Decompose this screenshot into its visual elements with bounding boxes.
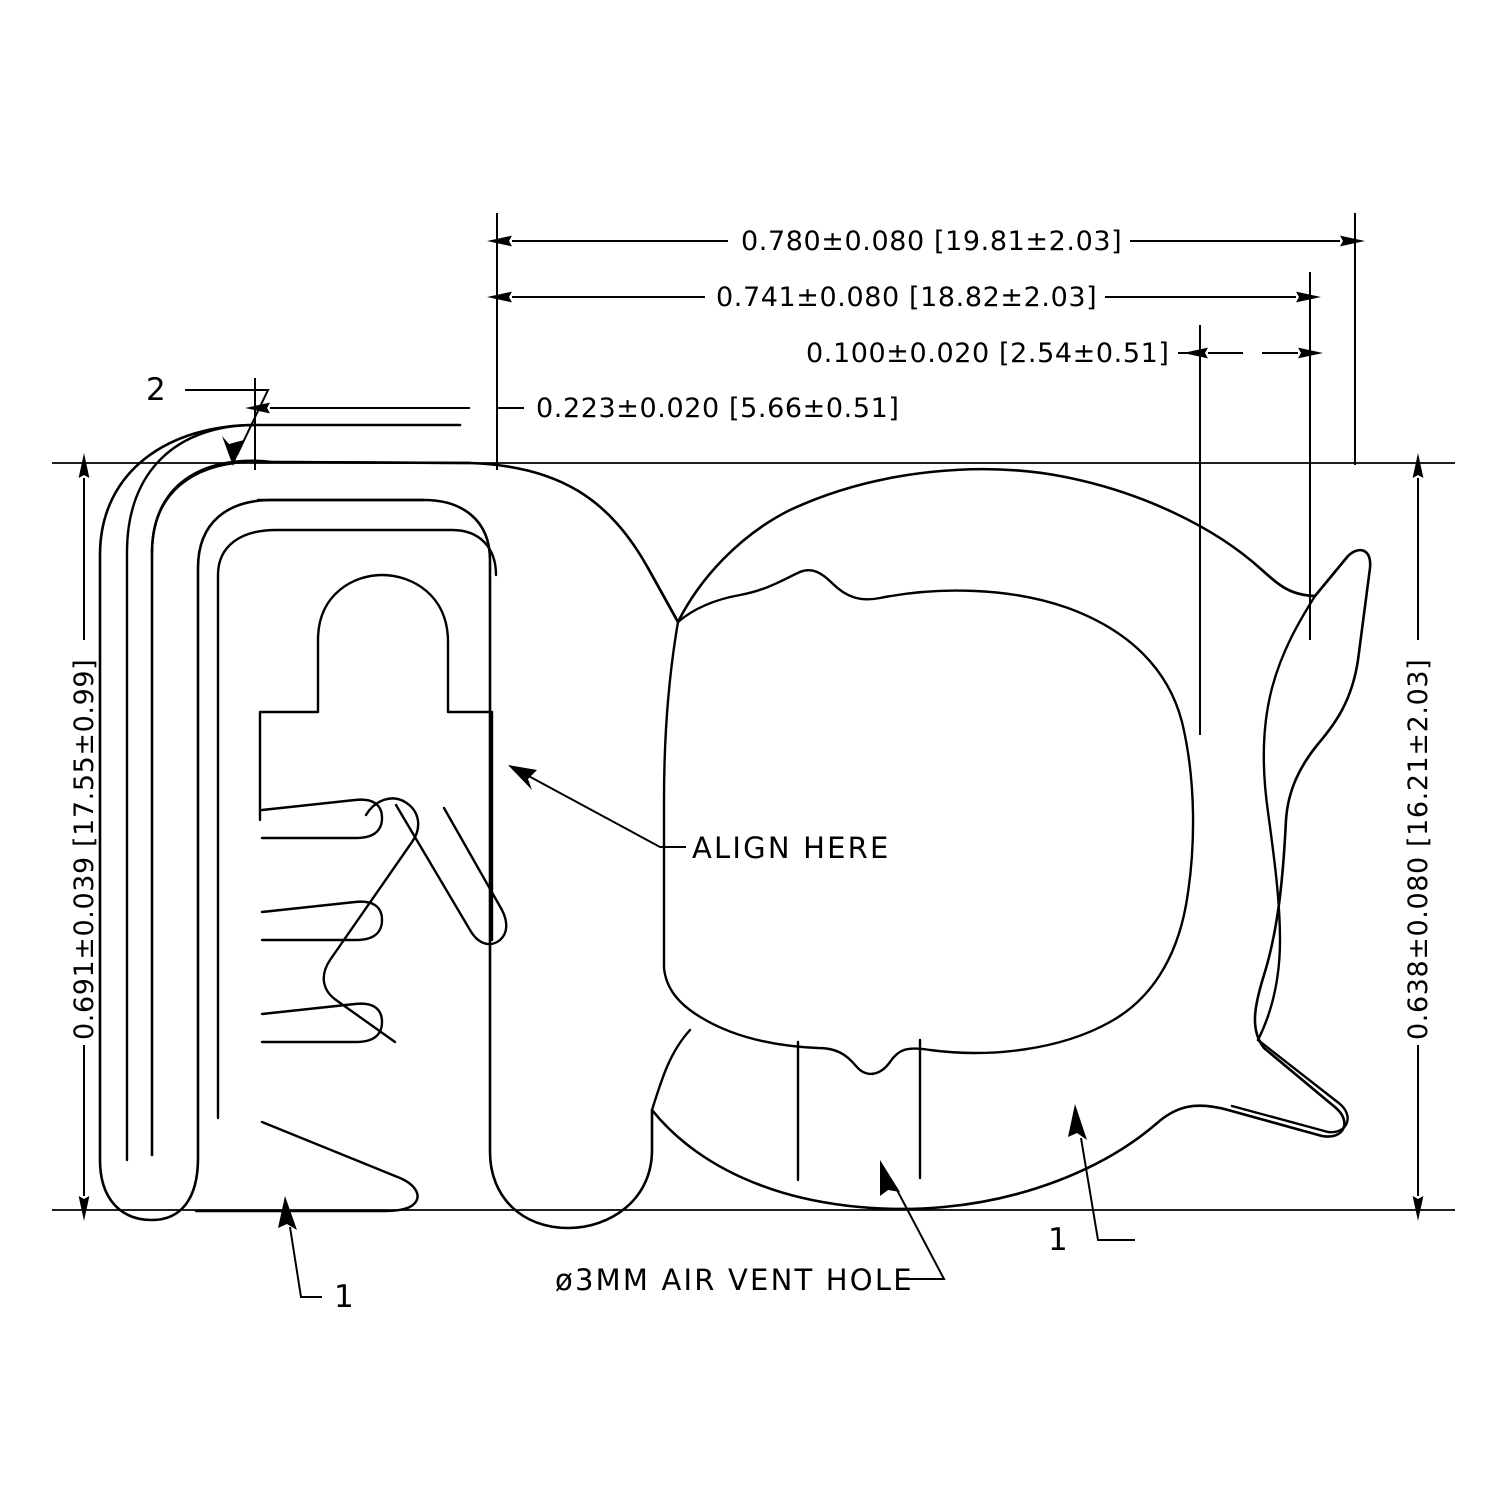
profile-center-v-arm-right <box>394 803 508 946</box>
profile-bulb-neck-left <box>650 1028 692 1112</box>
air-vent-note-group: ø3MM AIR VENT HOLE <box>555 1160 946 1297</box>
balloon-2-group: 2 <box>146 372 270 466</box>
profile-bulb-left-wall <box>662 620 680 970</box>
profile-outer-contour <box>98 423 1372 1230</box>
dim-secondary-width: 0.741±0.080 [18.82±2.03] <box>487 282 1321 313</box>
profile-retainer-core <box>258 573 494 942</box>
profile-bottom-flange-lip <box>194 1120 419 1213</box>
dim-secondary-width-text: 0.741±0.080 [18.82±2.03] <box>716 282 1097 313</box>
dim-overall-width: 0.780±0.080 [19.81±2.03] <box>487 226 1365 257</box>
profile-bulb-outer <box>646 566 680 624</box>
dim-tip-width: 0.100±0.020 [2.54±0.51] <box>806 338 1323 369</box>
balloon-1-right-label: 1 <box>1048 1222 1068 1258</box>
profile-right-inner-lip-curve <box>1256 594 1317 1042</box>
vertical-dimensions: 0.691±0.039 [17.55±0.99] 0.638±0.080 [16… <box>69 453 1434 1221</box>
profile-channel-top-flat <box>270 460 472 465</box>
profile-right-lower-flange <box>1230 1038 1349 1134</box>
profile-gripper-fin-3 <box>260 1002 384 1044</box>
balloon-1-left-label: 1 <box>334 1279 354 1315</box>
profile-left-cavity <box>216 528 498 1120</box>
profile-center-v-arm <box>322 797 420 1044</box>
seal-profile-geometry <box>98 423 1372 1230</box>
dim-channel-width: 0.223±0.020 [5.66±0.51] <box>245 393 900 424</box>
dim-overall-width-text: 0.780±0.080 [19.81±2.03] <box>741 226 1122 257</box>
horizontal-dimensions: 0.780±0.080 [19.81±2.03] 0.741±0.080 [18… <box>245 226 1365 424</box>
dim-right-height-text: 0.638±0.080 [16.21±2.03] <box>1403 659 1434 1040</box>
profile-gripper-fin-1 <box>260 798 384 840</box>
dim-left-height: 0.691±0.039 [17.55±0.99] <box>69 453 100 1221</box>
profile-channel-third-line <box>150 460 247 555</box>
air-vent-hole-note: ø3MM AIR VENT HOLE <box>555 1263 914 1297</box>
balloon-1-left-group: 1 <box>278 1196 354 1315</box>
profile-right-upper-lip <box>1260 554 1350 598</box>
leaders-and-balloons: 2 ALIGN HERE ø3MM AIR VENT HOLE 1 <box>146 372 1135 1315</box>
profile-gripper-fin-2 <box>260 900 384 942</box>
dim-channel-width-text: 0.223±0.020 [5.66±0.51] <box>536 393 900 424</box>
dim-tip-width-text: 0.100±0.020 [2.54±0.51] <box>806 338 1170 369</box>
balloon-2-label: 2 <box>146 372 166 408</box>
profile-bulb-inner <box>662 569 1195 1075</box>
align-here-group: ALIGN HERE <box>508 765 891 865</box>
dim-right-height: 0.638±0.080 [16.21±2.03] <box>1403 453 1434 1221</box>
profile-channel-inner-wall <box>125 423 257 1162</box>
align-here-note: ALIGN HERE <box>692 831 891 865</box>
dim-left-height-text: 0.691±0.039 [17.55±0.99] <box>69 659 100 1040</box>
balloon-1-right-group: 1 <box>1048 1104 1135 1258</box>
